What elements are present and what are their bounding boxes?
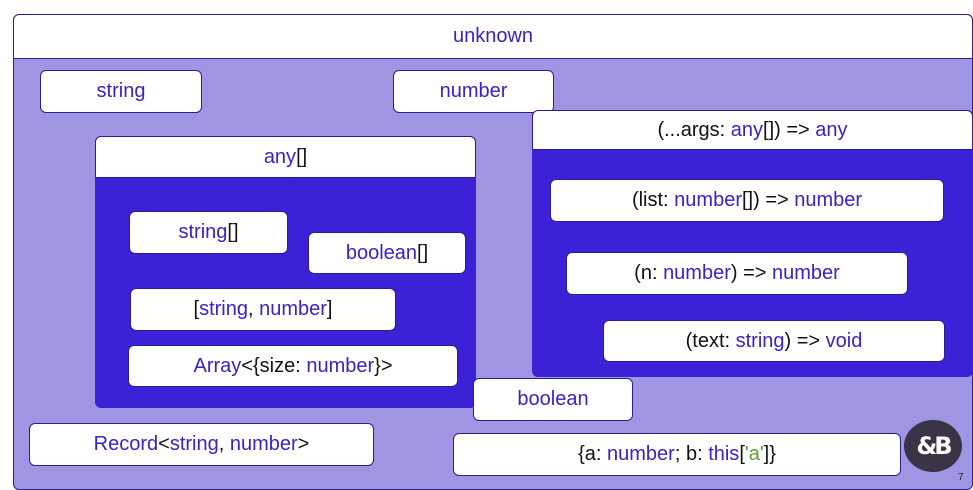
function-any-box: (...args: any[]) => any [532, 110, 973, 150]
type-token: void [825, 329, 863, 352]
type-token: number [306, 354, 375, 377]
type-token: Array [193, 354, 242, 377]
type-token: string [169, 433, 219, 455]
string-box: string [40, 70, 202, 113]
type-token: (...args: [657, 118, 731, 141]
type-token: < [158, 433, 170, 455]
array-generic-box: Array<{size: number}> [128, 345, 458, 387]
type-token: 'a' [744, 443, 764, 465]
type-token: > [297, 433, 310, 455]
boolean-array-box: boolean[] [308, 232, 466, 274]
page-number: 7 [958, 472, 964, 483]
type-token: string [735, 329, 785, 352]
type-token: (text: [685, 329, 736, 352]
number-box: number [393, 70, 554, 113]
record-box: Record<string, number> [29, 423, 374, 466]
type-token: [] [296, 145, 308, 168]
type-token: any [815, 118, 848, 141]
function-text-box: (text: string) => void [603, 320, 945, 362]
type-token: any [263, 145, 297, 168]
type-token: (list: [631, 189, 675, 211]
function-n-box: (n: number) => number [566, 252, 908, 295]
type-token: number [794, 189, 863, 211]
type-token: ; b: [674, 443, 709, 465]
type-token: , [218, 433, 230, 455]
type-token: ) => [730, 262, 773, 284]
string-array-box: string[] [129, 211, 288, 254]
type-token: }> [374, 354, 393, 377]
type-token: boolean [517, 388, 589, 410]
type-token: string [178, 221, 228, 243]
type-token: (n: [634, 262, 664, 284]
boolean-box: boolean [473, 378, 633, 421]
type-token: number [663, 262, 731, 284]
type-token: {a: [578, 443, 608, 465]
type-token: number [259, 298, 327, 320]
type-token: ] [326, 298, 333, 320]
type-token: Record [93, 433, 159, 455]
type-token: <{size: [241, 354, 307, 377]
type-token: [ [193, 298, 200, 320]
type-token: [] [417, 241, 429, 264]
type-token: number [674, 189, 742, 211]
type-token: ]} [763, 443, 776, 465]
tuple-box: [string, number] [130, 288, 396, 331]
unknown-box: unknown [13, 14, 973, 59]
type-token: this [708, 443, 740, 465]
type-token: ) => [784, 329, 826, 352]
type-token: number [229, 433, 298, 455]
type-token: boolean [345, 241, 418, 264]
type-token: number [439, 80, 508, 102]
type-token: []) => [763, 118, 816, 141]
type-token: , [247, 298, 260, 320]
any-array-box: any[] [95, 136, 476, 178]
type-token: number [772, 262, 840, 284]
type-token: any [730, 118, 764, 141]
type-token: [] [227, 221, 239, 243]
object-this-box: {a: number; b: this['a']} [453, 433, 901, 476]
logo-text: &B [916, 432, 952, 460]
type-token: [ [739, 443, 745, 465]
type-token: string [199, 298, 248, 320]
type-token: []) => [741, 189, 795, 211]
type-token: number [607, 443, 675, 465]
type-token: string [96, 80, 146, 102]
logo-icon: &B [904, 420, 962, 472]
type-token: unknown [452, 25, 534, 47]
function-list-box: (list: number[]) => number [550, 179, 944, 222]
